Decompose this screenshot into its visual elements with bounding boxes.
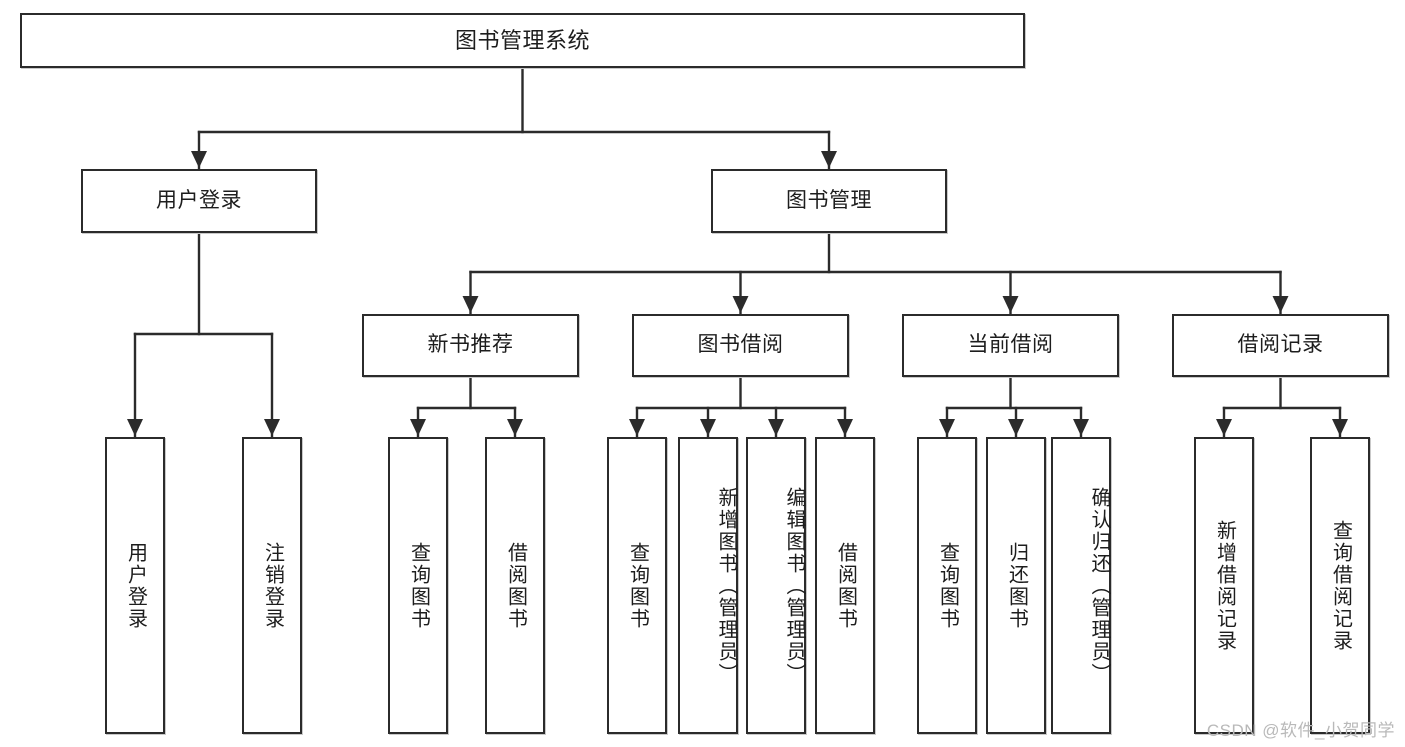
arrow-head-icon [732,296,749,313]
node-leaf-query-record[interactable]: 查询借阅记录 [1310,437,1370,734]
arrow-head-icon [939,419,955,436]
arrow-head-icon [1008,419,1024,436]
arrow-head-icon [1332,419,1348,436]
node-leaf-add-record[interactable]: 新增借阅记录 [1194,437,1254,734]
node-leaf-query-book-rec[interactable]: 查询图书 [388,437,448,734]
node-root[interactable]: 图书管理系统 [20,13,1025,68]
node-label: 图书借阅 [697,333,784,357]
node-label: 查询图书 [936,541,959,630]
node-label: 确认归还（管理员） [1088,486,1110,685]
node-book-borrow[interactable]: 图书借阅 [632,314,849,377]
node-leaf-confirm-return[interactable]: 确认归还（管理员） [1051,437,1111,734]
node-leaf-query-book-cur[interactable]: 查询图书 [917,437,977,734]
node-label: 用户登录 [124,541,147,630]
node-leaf-add-book[interactable]: 新增图书（管理员） [678,437,738,734]
node-label: 新增图书（管理员） [715,486,737,685]
node-leaf-return-book[interactable]: 归还图书 [986,437,1046,734]
node-label: 新书推荐 [427,333,514,357]
arrow-head-icon [507,419,523,436]
arrow-head-icon [629,419,645,436]
arrow-head-icon [1272,296,1289,313]
node-label: 图书管理系统 [454,27,590,53]
node-label: 用户登录 [156,188,242,212]
node-label: 当前借阅 [967,333,1054,357]
node-leaf-edit-book[interactable]: 编辑图书（管理员） [746,437,806,734]
node-label: 借阅图书 [834,541,857,630]
arrow-head-icon [462,296,479,313]
node-label: 借阅记录 [1237,333,1324,357]
arrow-head-icon [768,419,784,436]
node-label: 图书管理 [786,188,872,212]
node-leaf-logout[interactable]: 注销登录 [242,437,302,734]
arrow-head-icon [1073,419,1089,436]
node-label: 编辑图书（管理员） [783,486,805,685]
node-leaf-query-book-borrow[interactable]: 查询图书 [607,437,667,734]
node-label: 归还图书 [1005,541,1028,630]
node-leaf-borrow-book[interactable]: 借阅图书 [815,437,875,734]
node-user-login[interactable]: 用户登录 [81,169,317,233]
arrow-head-icon [821,151,837,168]
arrow-head-icon [191,151,207,168]
arrow-head-icon [1002,296,1019,313]
arrow-head-icon [700,419,716,436]
node-label: 查询借阅记录 [1329,519,1352,652]
node-borrow-record[interactable]: 借阅记录 [1172,314,1389,377]
node-leaf-borrow-book-rec[interactable]: 借阅图书 [485,437,545,734]
arrow-head-icon [1216,419,1232,436]
node-leaf-user-login[interactable]: 用户登录 [105,437,165,734]
node-label: 查询图书 [626,541,649,630]
node-new-book-rec[interactable]: 新书推荐 [362,314,579,377]
node-label: 注销登录 [261,541,284,630]
node-label: 借阅图书 [504,541,527,630]
arrow-head-icon [837,419,853,436]
node-book-manage[interactable]: 图书管理 [711,169,947,233]
node-label: 新增借阅记录 [1213,519,1236,652]
watermark: CSDN @软件_小贺同学 [1206,721,1395,740]
arrow-head-icon [264,419,280,436]
arrow-head-icon [410,419,426,436]
arrow-head-icon [127,419,143,436]
node-label: 查询图书 [407,541,430,630]
node-current-borrow[interactable]: 当前借阅 [902,314,1119,377]
